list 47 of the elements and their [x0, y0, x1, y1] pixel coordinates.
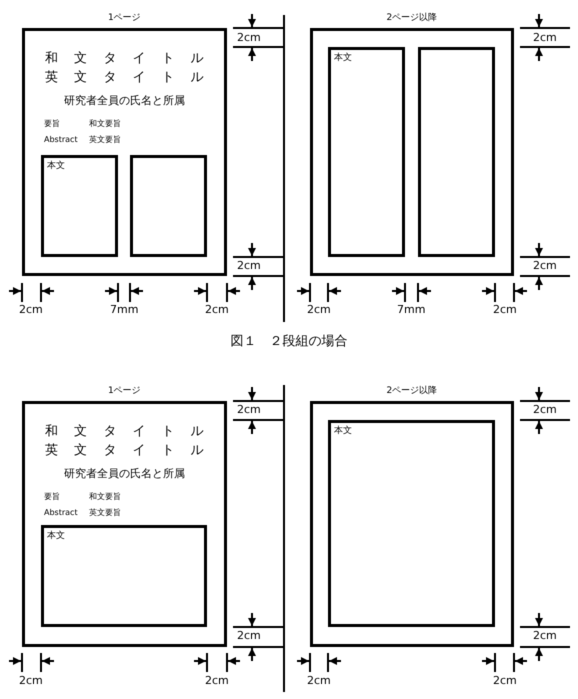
dimension-label: 2cm — [237, 630, 261, 641]
dimension-label: 2cm — [205, 675, 229, 686]
abstract-label: Abstract — [44, 509, 78, 517]
abstract-text: 和文要旨 — [89, 493, 121, 501]
dimension-label: 2cm — [307, 675, 331, 686]
abstract-label: Abstract — [44, 136, 78, 144]
page-heading: 1ページ — [108, 14, 141, 22]
dimension-label: 7mm — [397, 304, 426, 315]
dimension-label: 2cm — [19, 304, 43, 315]
dimension-label: 2cm — [237, 260, 261, 271]
body-label: 本文 — [334, 54, 352, 62]
dimension-label: 2cm — [205, 304, 229, 315]
abstract-label: 要旨 — [44, 493, 60, 501]
title-text: 英 文 タ イ ト ル — [45, 70, 204, 84]
title-text: 和 文 タ イ ト ル — [45, 424, 204, 438]
body-label: 本文 — [47, 162, 65, 170]
title-text: 和 文 タ イ ト ル — [45, 52, 204, 64]
column-box — [41, 155, 118, 257]
author-text: 研究者全員の氏名と所属 — [64, 468, 185, 478]
column-box — [41, 525, 207, 627]
dimension-label: 7mm — [110, 304, 138, 315]
abstract-text: 和文要旨 — [89, 120, 121, 128]
page-heading: 1ページ — [108, 386, 141, 396]
page-heading: 2ページ以降 — [386, 14, 438, 22]
body-label: 本文 — [334, 426, 352, 436]
abstract-text: 英文要旨 — [89, 509, 121, 517]
dimension-label: 2cm — [533, 404, 557, 415]
dimension-label: 2cm — [237, 404, 261, 415]
dimension-label: 2cm — [493, 304, 517, 315]
column-box — [130, 155, 207, 257]
body-label: 本文 — [47, 532, 65, 540]
abstract-text: 英文要旨 — [89, 136, 121, 144]
dimension-label: 2cm — [237, 32, 261, 43]
dimension-label: 2cm — [307, 304, 331, 315]
title-text: 英 文 タ イ ト ル — [45, 444, 204, 456]
column-box — [328, 420, 495, 627]
author-text: 研究者全員の氏名と所属 — [64, 94, 185, 106]
page-heading: 2ページ以降 — [386, 386, 438, 396]
figure-caption: 図１ ２段組の場合 — [230, 335, 348, 348]
dimension-label: 2cm — [533, 32, 557, 43]
abstract-label: 要旨 — [44, 120, 60, 128]
dimension-label: 2cm — [493, 675, 517, 686]
dimension-label: 2cm — [19, 675, 43, 686]
column-box — [328, 47, 405, 257]
column-box — [418, 47, 495, 257]
dimension-label: 2cm — [533, 260, 557, 271]
dimension-label: 2cm — [533, 630, 557, 641]
